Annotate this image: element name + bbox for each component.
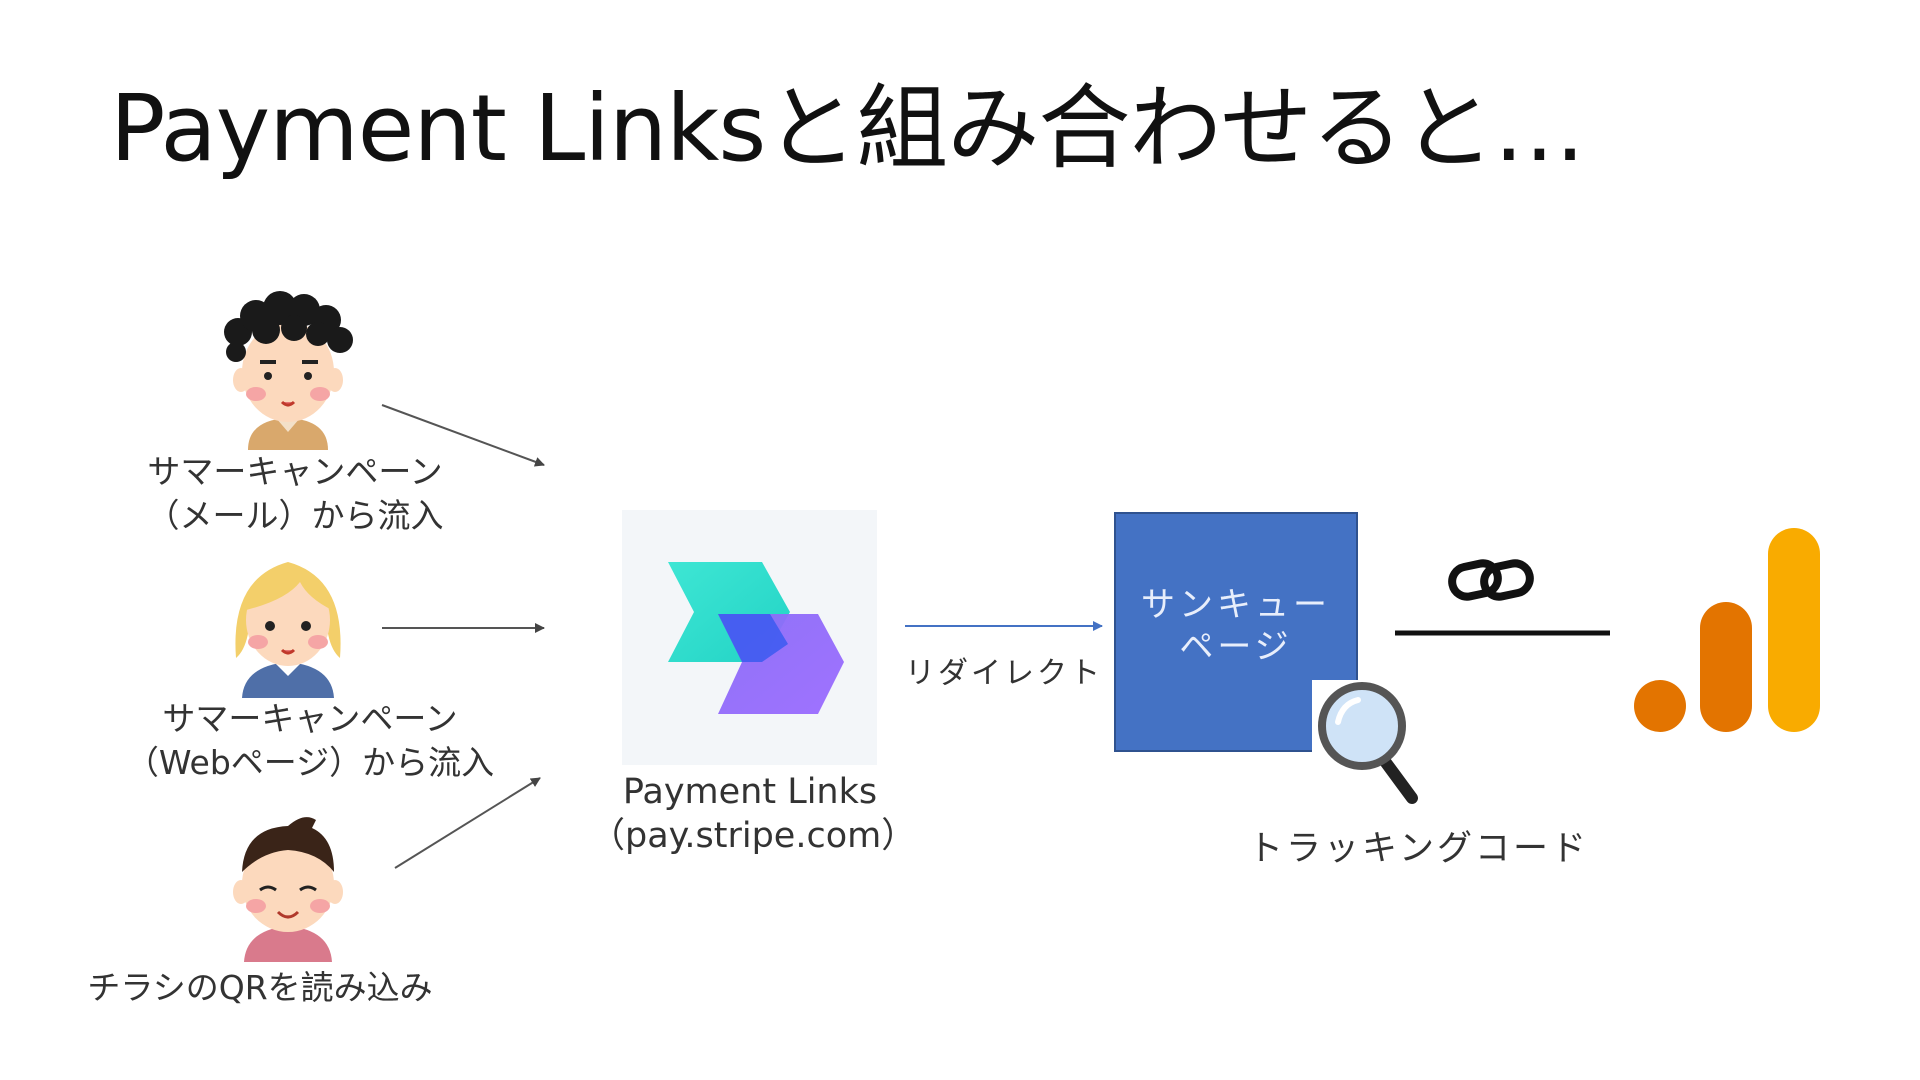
slide-title: Payment Linksと組み合わせると… — [110, 75, 1585, 182]
payment-links-label-line1: Payment Links — [622, 772, 878, 812]
source-label-web-line2: （Webページ）から流入 — [125, 743, 495, 782]
chain-link-icon — [1448, 559, 1534, 601]
tracking-code-label: トラッキングコード — [1248, 829, 1589, 869]
payment-links-label-line2: （pay.stripe.com） — [590, 816, 917, 856]
google-analytics-logo — [1634, 528, 1820, 732]
stripe-payment-links-logo — [668, 562, 844, 714]
arrow-email — [381, 404, 545, 467]
payment-links-tile — [622, 510, 877, 765]
magnifier-icon — [1312, 680, 1418, 804]
thank-you-page-label: サンキュー ページ — [1141, 585, 1331, 667]
payment-links-label: Payment Links （pay.stripe.com） — [590, 770, 917, 858]
source-label-email-line2: （メール）から流入 — [146, 496, 444, 535]
source-label-qr: チラシのQRを読み込み — [70, 966, 450, 1010]
source-label-web: サマーキャンペーン （Webページ）から流入 — [90, 697, 530, 785]
source-label-qr-line1: チラシのQRを読み込み — [87, 968, 433, 1007]
man-curly-hair-icon — [224, 291, 353, 450]
source-label-web-line1: サマーキャンペーン — [162, 699, 458, 738]
woman-blonde-icon — [235, 562, 341, 698]
source-label-email-line1: サマーキャンペーン — [147, 452, 443, 491]
arrow-qr — [394, 777, 541, 869]
man-smiling-icon — [233, 817, 343, 962]
source-label-email: サマーキャンペーン （メール）から流入 — [105, 450, 485, 538]
redirect-label: リダイレクト — [905, 656, 1103, 691]
